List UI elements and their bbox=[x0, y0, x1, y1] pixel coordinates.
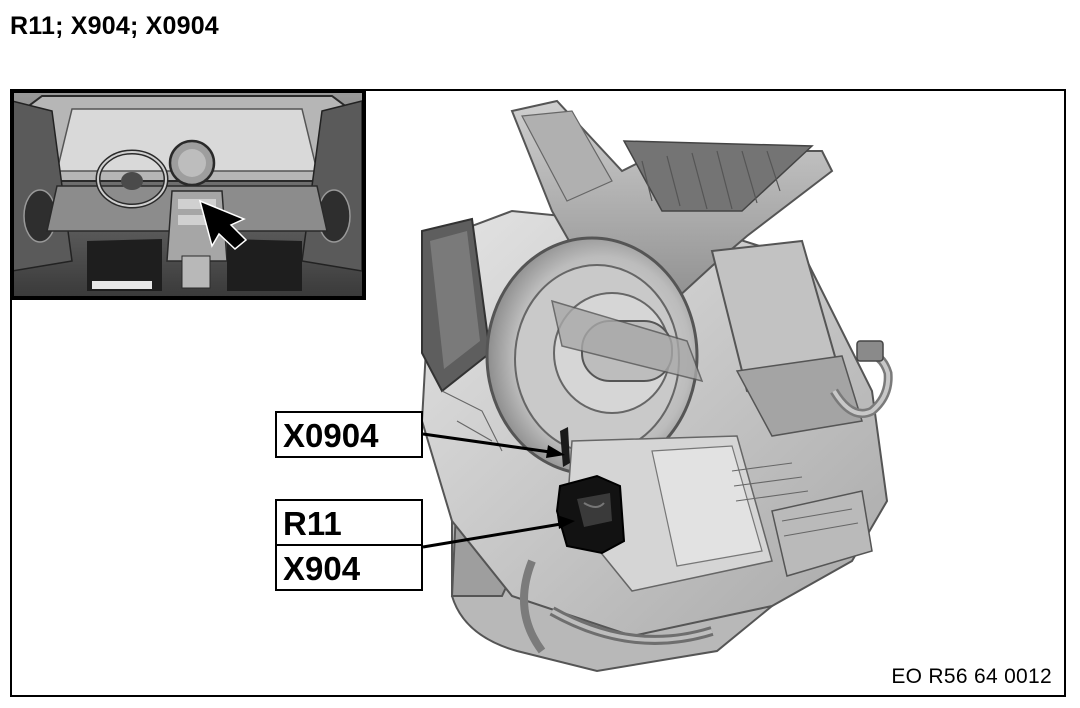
figure-reference-code: EO R56 64 0012 bbox=[891, 665, 1052, 688]
callout-r11: R11 bbox=[275, 499, 423, 546]
leader-lines bbox=[422, 432, 575, 549]
hvac-unit-drawing bbox=[420, 99, 893, 673]
figure-frame: X0904 R11 X904 EO R56 64 0012 bbox=[10, 89, 1066, 697]
figure-illustration bbox=[12, 91, 893, 673]
callout-x904: X904 bbox=[275, 544, 423, 591]
callout-x0904: X0904 bbox=[275, 411, 423, 458]
page-title: R11; X904; X0904 bbox=[10, 12, 219, 40]
interior-inset bbox=[12, 91, 363, 297]
